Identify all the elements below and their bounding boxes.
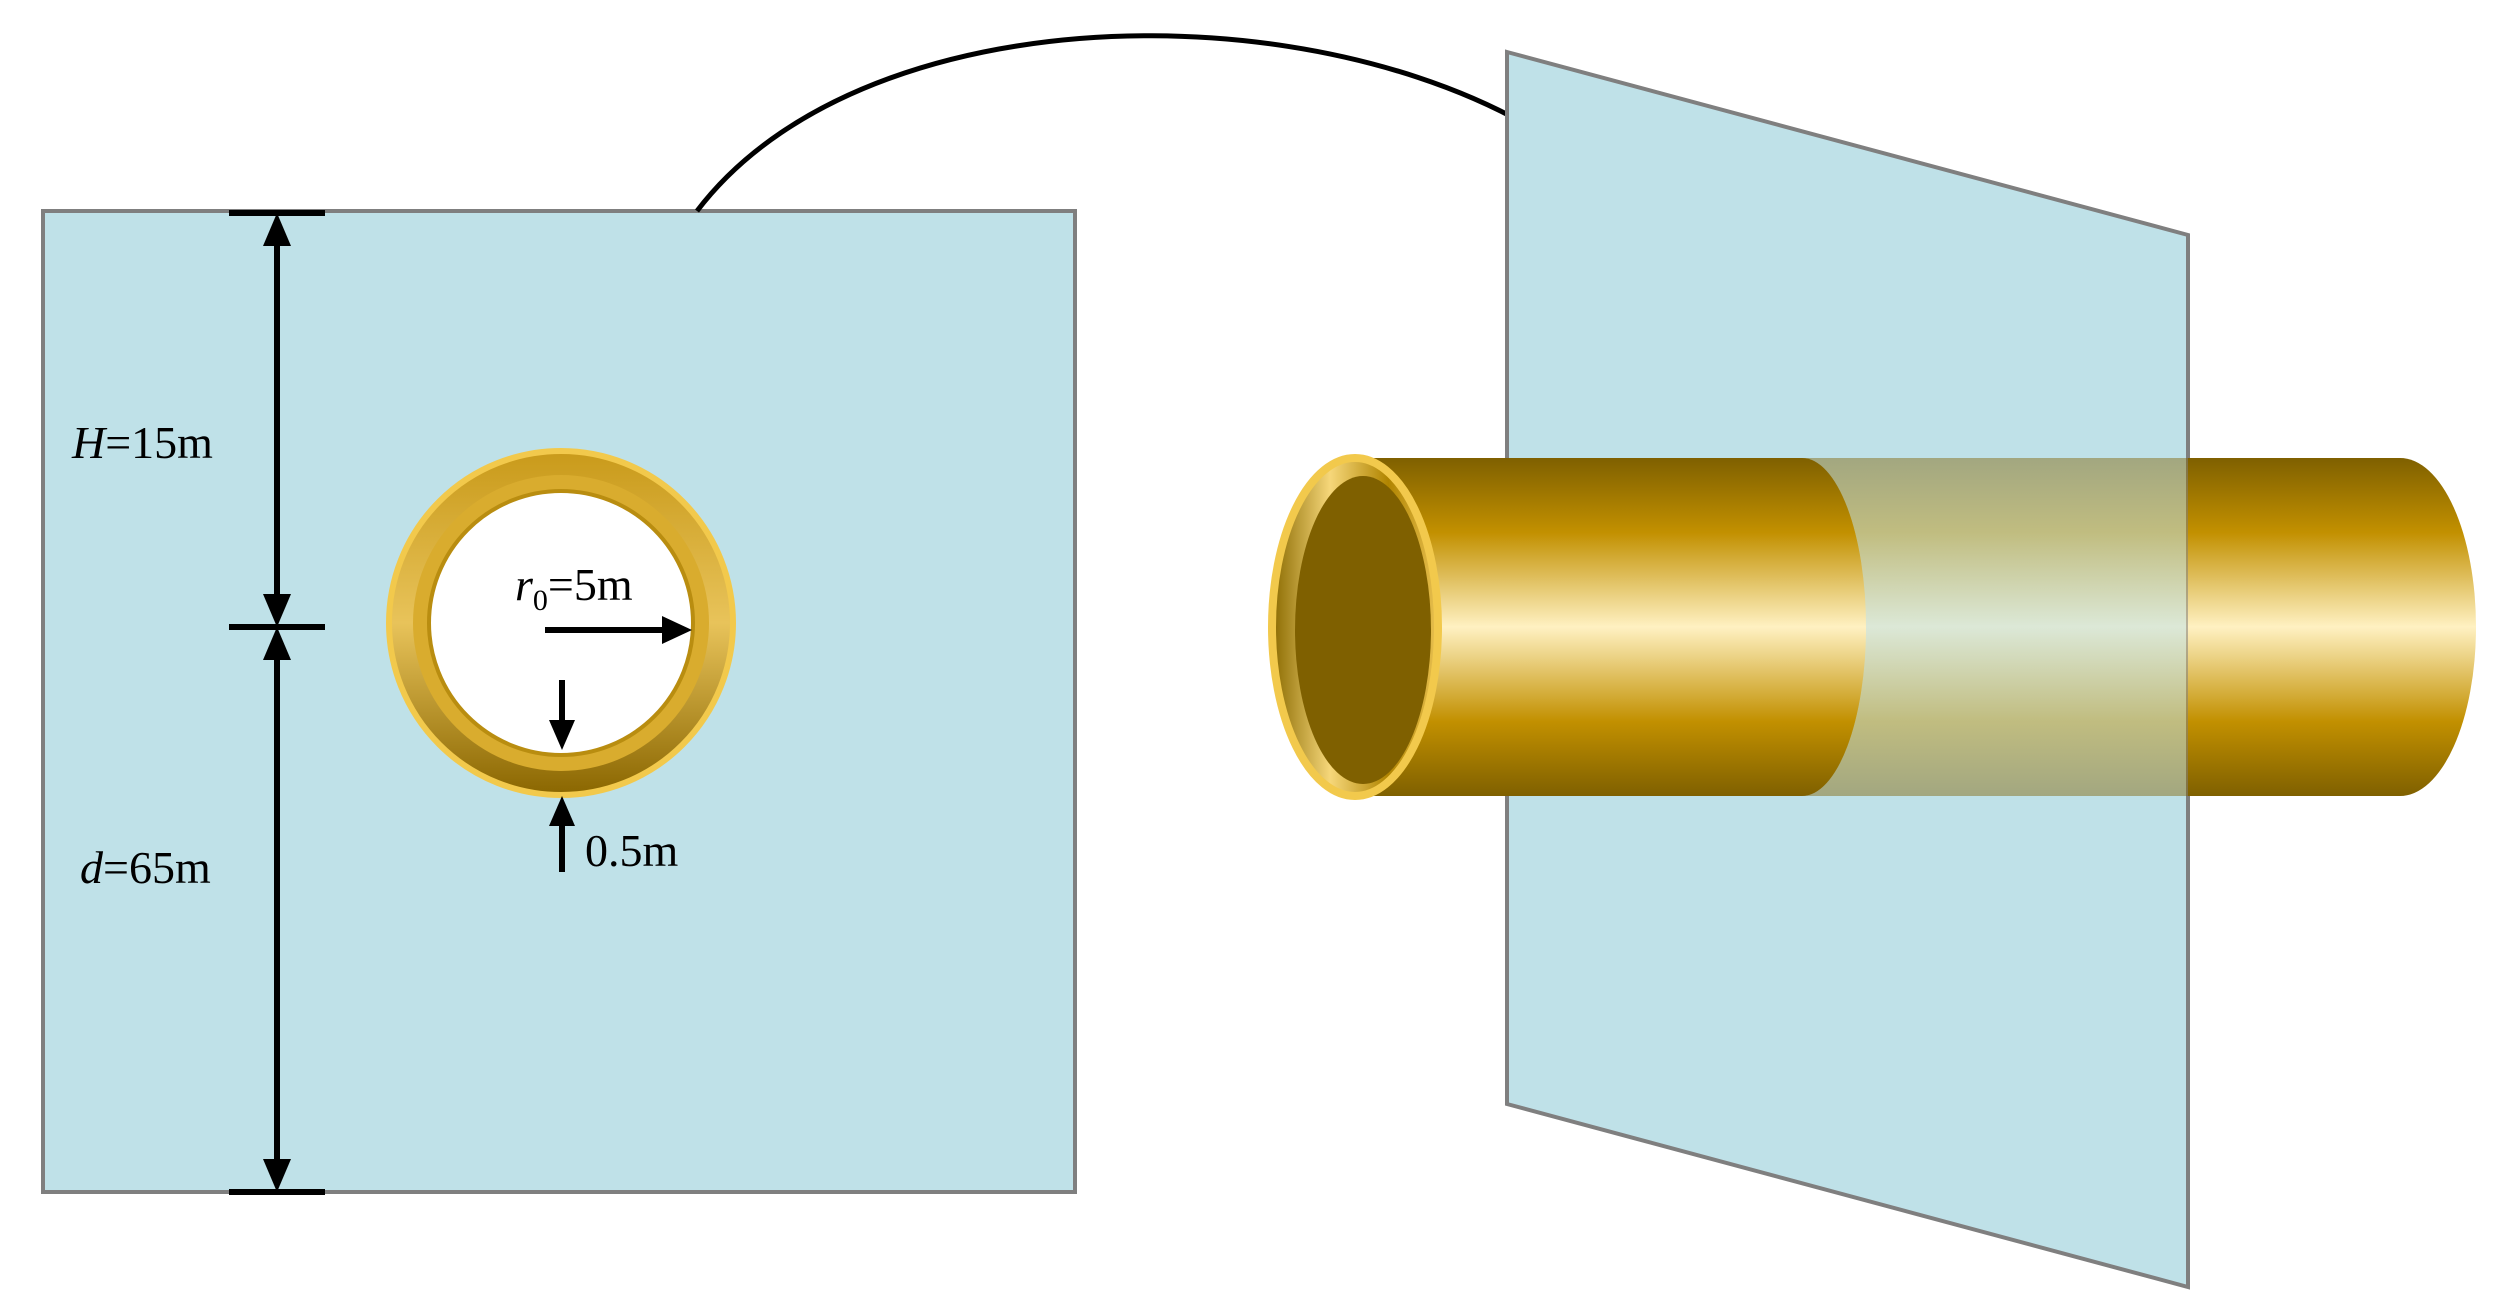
three-d-view — [1268, 49, 2476, 1290]
thickness-arrows — [549, 680, 575, 872]
cross-section-panel: H=15m d=65m r0=5m 0.5m — [41, 209, 1077, 1195]
height-label: d=65m — [80, 842, 211, 893]
thickness-label: 0.5m — [585, 825, 679, 876]
radius-label: r0=5m — [515, 559, 633, 617]
radius-arrow — [545, 616, 692, 644]
dimension-arrowheads — [263, 213, 291, 1192]
depth-label: H=15m — [71, 417, 213, 468]
tunnel-ring — [386, 448, 736, 798]
tunnel-opening — [1268, 454, 1442, 800]
transform-arrow — [695, 33, 1635, 213]
tunnel-exit-section — [2188, 458, 2400, 796]
